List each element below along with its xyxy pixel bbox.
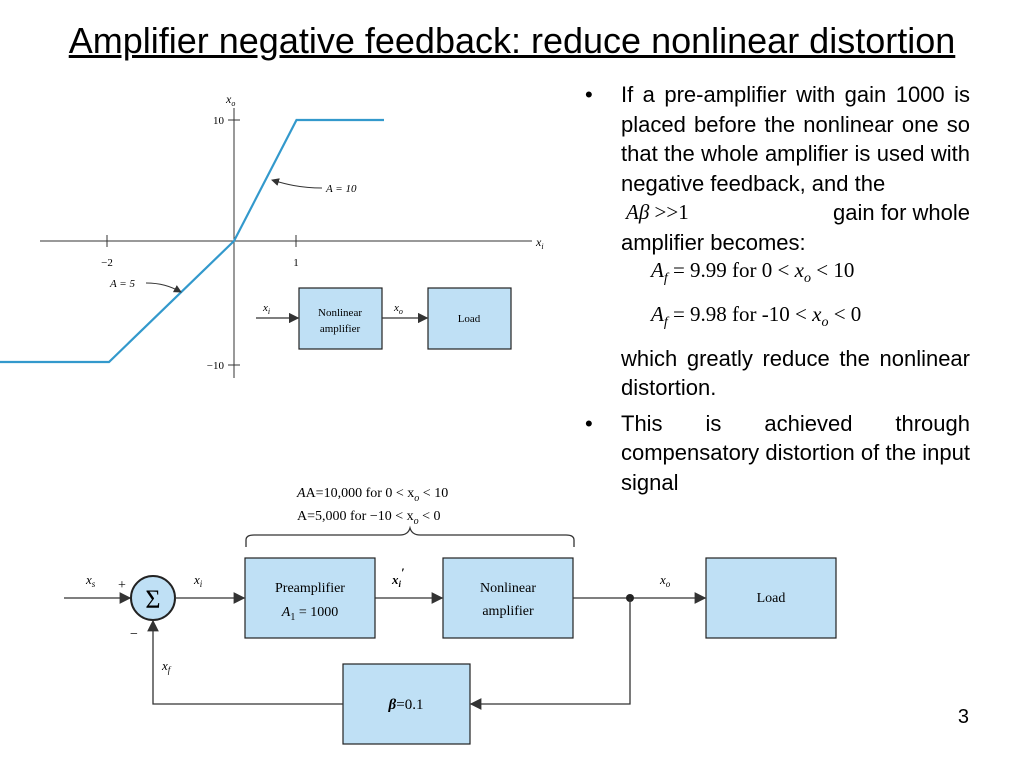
sigma-icon: Σ: [145, 585, 160, 614]
xs-label: xs: [85, 572, 96, 589]
x-axis-label: xi: [535, 235, 544, 251]
equation-1: Af = 9.99 for 0 < xo < 10: [651, 257, 855, 286]
small-amp-label-2: amplifier: [320, 323, 361, 335]
nonlinear-amplifier-block: [442, 557, 574, 639]
bullet-item-1: • If a pre-amplifier with gain 1000 is p…: [585, 80, 970, 403]
preamplifier-gain: A1 = 1000: [281, 605, 338, 623]
slope-lower-pointer: [145, 282, 182, 293]
slope-upper-pointer: [271, 178, 323, 189]
bullet-marker: •: [585, 82, 593, 107]
transfer-curve-line: [0, 118, 384, 364]
y-tick-label-bottom: −10: [207, 360, 225, 372]
bullet-2-text: This is achieved through compensatory di…: [621, 410, 970, 495]
bullet-item-2: • This is achieved through compensatory …: [585, 409, 970, 498]
beta-label: β=0.1: [388, 697, 424, 713]
y-axis-label: xo: [225, 92, 235, 108]
xf-label: xf: [161, 658, 172, 675]
nonlinear-label-2: amplifier: [482, 604, 534, 619]
feedback-wire-to-beta: [469, 598, 631, 710]
xi-label: xi: [193, 572, 203, 589]
small-amp-label-1: Nonlinear: [318, 307, 362, 319]
small-load-block: [427, 287, 512, 350]
gain-condition-1: AA=10,000 for 0 < xo < 10: [296, 486, 448, 504]
preamplifier-block: [244, 557, 376, 639]
bullet-1-text: If a pre-amplifier with gain 1000 is pla…: [621, 82, 970, 196]
gain-condition-2: A=5,000 for −10 < xo < 0: [297, 509, 441, 527]
minus-sign: −: [130, 627, 138, 642]
equation-2: Af = 9.98 for -10 < xo < 0: [651, 301, 862, 330]
y-tick-label-top: 10: [213, 115, 225, 127]
bullet-list: • If a pre-amplifier with gain 1000 is p…: [585, 80, 970, 497]
slope-label-upper: A = 10: [325, 183, 357, 195]
small-load-label: Load: [458, 313, 481, 325]
page-number: 3: [957, 706, 969, 728]
slope-label-lower: A = 5: [109, 278, 135, 290]
beta-block: [342, 663, 471, 745]
condition-line: Aβ >>1 gain for whole: [621, 198, 970, 228]
condition-after-text-2: amplifier becomes:: [621, 230, 806, 255]
plus-sign: +: [118, 578, 126, 593]
small-output-label: xo: [393, 302, 403, 316]
bullet-1-tail: which greatly reduce the nonlinear disto…: [621, 345, 970, 401]
x-tick-label-right: 1: [293, 257, 299, 269]
transfer-characteristic-plot: xo xi 10 −10 −2 1 A = 10 A = 5 xi Nonlin…: [0, 92, 544, 378]
load-label: Load: [757, 591, 786, 606]
load-block: [705, 557, 837, 639]
grouping-brace: [245, 525, 575, 547]
feedback-block-diagram: AA=10,000 for 0 < xo < 10 A=5,000 for −1…: [64, 486, 837, 745]
small-input-label: xi: [262, 302, 270, 316]
condition-expression: Aβ >>1: [626, 200, 689, 224]
slide-title: Amplifier negative feedback: reduce nonl…: [68, 20, 956, 61]
bullet-marker: •: [585, 410, 593, 436]
xi-prime-label: xi′: [391, 565, 405, 589]
xo-label: xo: [659, 572, 671, 589]
condition-after-text: gain for whole: [833, 200, 970, 225]
nonlinear-label-1: Nonlinear: [480, 581, 536, 596]
small-nonlinear-amplifier-block: [298, 287, 383, 350]
feedback-wire-to-sum: [147, 619, 343, 705]
x-tick-label-left: −2: [101, 257, 113, 269]
preamplifier-label: Preamplifier: [275, 581, 345, 596]
